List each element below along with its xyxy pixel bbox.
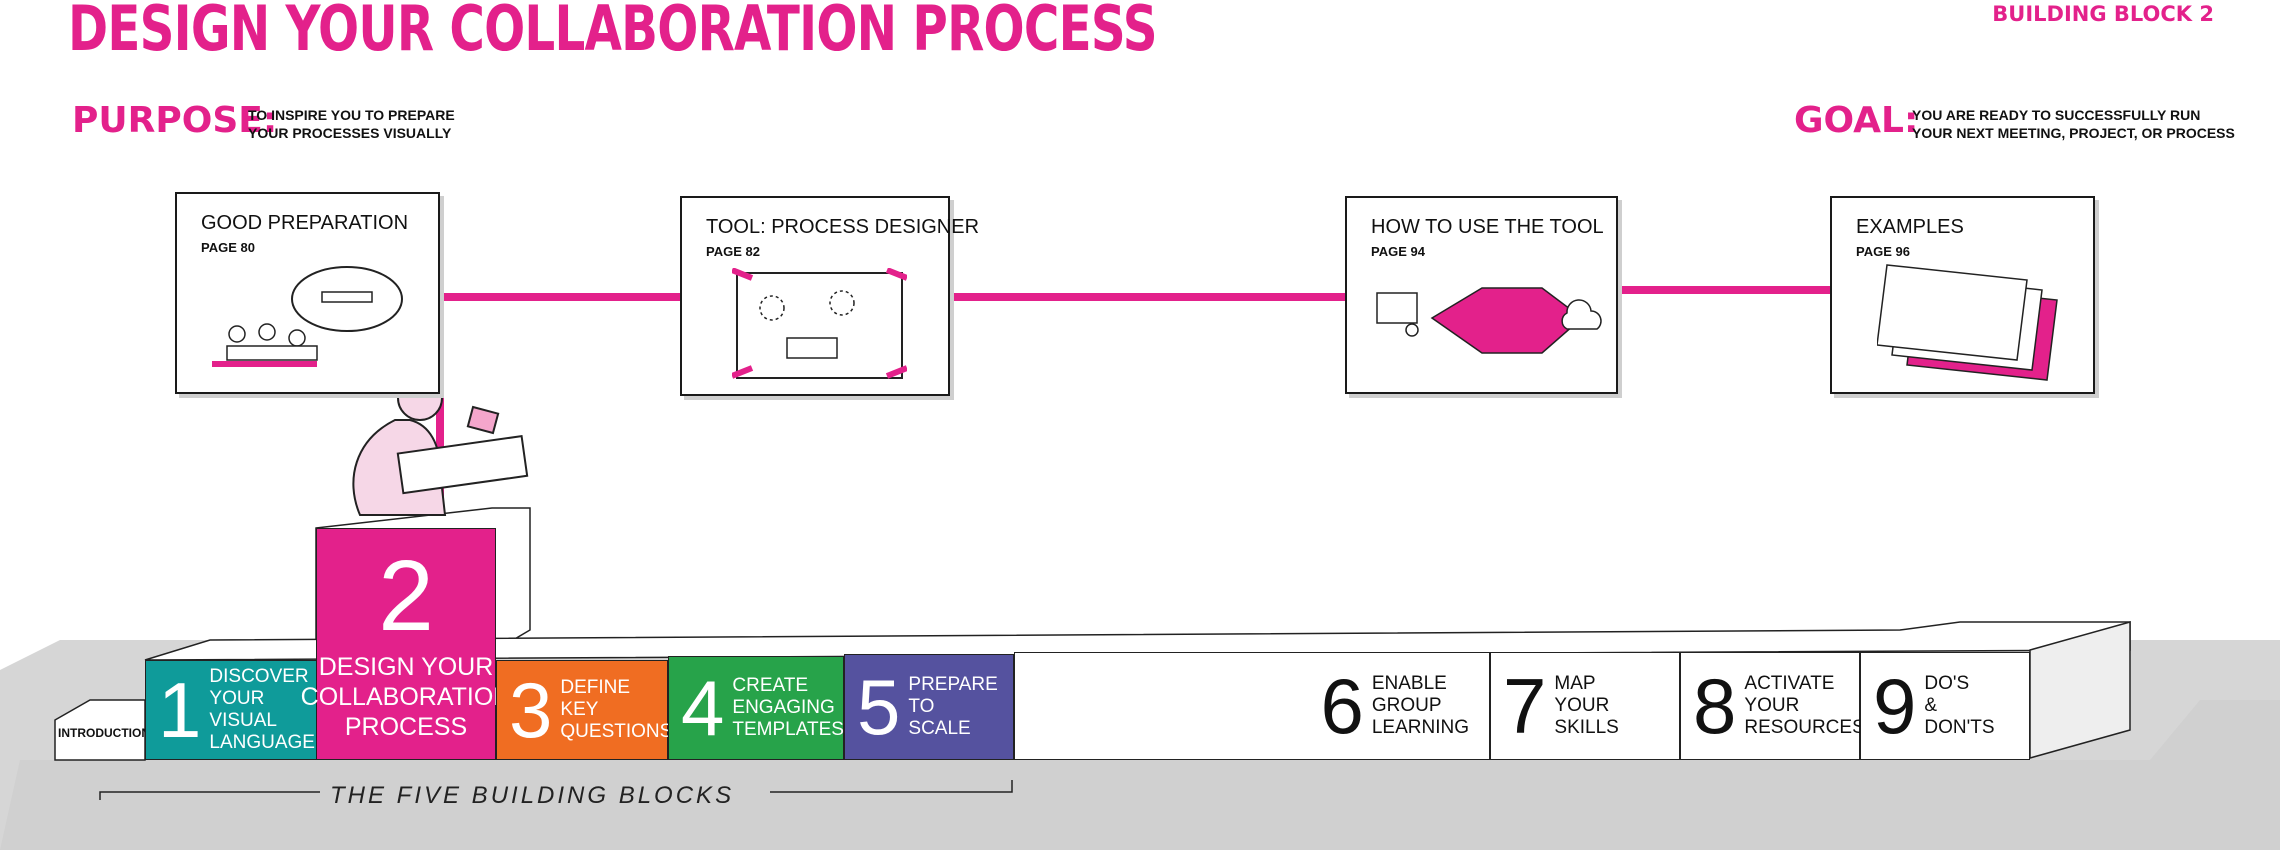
block-number: 9 bbox=[1873, 662, 1917, 750]
block-7-map[interactable]: 7 MAP YOUR SKILLS bbox=[1490, 652, 1680, 760]
card-how-to-use[interactable]: HOW TO USE THE TOOL PAGE 94 bbox=[1345, 196, 1618, 394]
goal-line-1: YOU ARE READY TO SUCCESSFULLY RUN bbox=[1912, 107, 2201, 123]
block-label-line: SKILLS bbox=[1554, 717, 1619, 738]
block-4-create[interactable]: 4 CREATE ENGAGING TEMPLATES bbox=[668, 656, 844, 760]
block-9-dos-donts[interactable]: 9 DO'S & DON'TS bbox=[1860, 652, 2030, 760]
block-label-line: & bbox=[1924, 695, 1938, 716]
block-label-line: ACTIVATE bbox=[1744, 673, 1835, 694]
block-label-line: TO bbox=[908, 696, 935, 717]
block-number: 5 bbox=[857, 663, 901, 751]
block-8-activate[interactable]: 8 ACTIVATE YOUR RESOURCES bbox=[1680, 652, 1865, 760]
purpose-line-2: YOUR PROCESSES VISUALLY bbox=[248, 125, 452, 141]
block-label-line: LANGUAGE bbox=[209, 732, 315, 753]
block-label: MAP YOUR SKILLS bbox=[1554, 673, 1618, 739]
block-label-line: GROUP bbox=[1371, 695, 1442, 716]
block-label-line: COLLABORATION bbox=[300, 683, 512, 711]
card-title: GOOD PREPARATION bbox=[201, 212, 409, 234]
block-label-line: QUESTIONS bbox=[560, 721, 673, 742]
process-canvas-icon bbox=[732, 268, 907, 379]
block-label-line: CREATE bbox=[732, 675, 809, 696]
block-label-line: ENGAGING bbox=[732, 697, 835, 718]
card-good-preparation[interactable]: GOOD PREPARATION PAGE 80 bbox=[175, 192, 440, 394]
block-label-line: PROCESS bbox=[344, 713, 468, 741]
card-title: HOW TO USE THE TOOL bbox=[1371, 216, 1604, 238]
block-label-line: ENABLE bbox=[1371, 673, 1447, 694]
block-number: 8 bbox=[1693, 662, 1737, 750]
block-label: DISCOVER YOUR VISUAL LANGUAGE bbox=[209, 666, 316, 754]
block-label-line: RESOURCES bbox=[1744, 717, 1865, 738]
goal-label: GOAL: bbox=[1794, 100, 1919, 141]
card-page: PAGE 80 bbox=[201, 240, 255, 255]
block-label-line: DON'TS bbox=[1924, 717, 1995, 738]
block-label-line: SCALE bbox=[908, 718, 971, 739]
card-title: EXAMPLES bbox=[1856, 216, 1964, 238]
goal-text: YOU ARE READY TO SUCCESSFULLY RUN YOUR N… bbox=[1912, 106, 2235, 142]
block-label-line: PREPARE bbox=[908, 674, 998, 695]
block-5-prepare[interactable]: 5 PREPARE TO SCALE bbox=[844, 654, 1014, 760]
card-title: TOOL: PROCESS DESIGNER bbox=[706, 216, 980, 238]
purpose-text: TO INSPIRE YOU TO PREPARE YOUR PROCESSES… bbox=[248, 106, 455, 142]
block-label-line: KEY bbox=[560, 699, 599, 720]
bracket-left bbox=[99, 791, 320, 800]
goal-line-2: YOUR NEXT MEETING, PROJECT, OR PROCESS bbox=[1912, 125, 2235, 141]
building-block-label: BUILDING BLOCK 2 bbox=[1992, 2, 2214, 26]
block-label-line: YOUR bbox=[1744, 695, 1800, 716]
block-2-design[interactable]: 2 DESIGN YOUR COLLABORATION PROCESS bbox=[301, 528, 511, 760]
floor-shadow bbox=[0, 700, 2280, 850]
card-page: PAGE 96 bbox=[1856, 244, 1910, 259]
block-number: 1 bbox=[158, 666, 202, 754]
purpose-line-1: TO INSPIRE YOU TO PREPARE bbox=[248, 107, 455, 123]
card-process-designer[interactable]: TOOL: PROCESS DESIGNER PAGE 82 bbox=[680, 196, 979, 396]
block-label: ACTIVATE YOUR RESOURCES bbox=[1744, 673, 1864, 739]
block-label: DEFINE KEY QUESTIONS bbox=[560, 677, 672, 743]
block-label-line: YOUR VISUAL bbox=[209, 688, 277, 731]
purpose-label: PURPOSE: bbox=[72, 100, 278, 141]
card-examples[interactable]: EXAMPLES PAGE 96 bbox=[1830, 196, 2095, 394]
block-label: CREATE ENGAGING TEMPLATES bbox=[732, 675, 844, 741]
block-label-line: MAP bbox=[1554, 673, 1596, 694]
block-label-line: DEFINE bbox=[560, 677, 631, 698]
block-1-discover[interactable]: 1 DISCOVER YOUR VISUAL LANGUAGE bbox=[145, 660, 317, 760]
block-label-line: YOUR bbox=[1554, 695, 1610, 716]
block-label-line: DESIGN YOUR bbox=[318, 653, 494, 681]
page-title: DESIGN YOUR COLLABORATION PROCESS bbox=[68, 0, 1158, 65]
block-3-define[interactable]: 3 DEFINE KEY QUESTIONS bbox=[496, 660, 672, 760]
bracket-right bbox=[770, 780, 1013, 793]
block-label: PREPARE TO SCALE bbox=[908, 674, 997, 740]
tool-usage-icon bbox=[1376, 287, 1602, 354]
block-label-line: LEARNING bbox=[1371, 717, 1469, 738]
block-number: 7 bbox=[1503, 662, 1547, 750]
block-label-line: DISCOVER bbox=[209, 666, 309, 687]
block-number: 2 bbox=[378, 540, 434, 652]
block-label-line: DO'S bbox=[1924, 673, 1970, 694]
examples-stack-icon bbox=[1877, 264, 2058, 381]
block-label-line: TEMPLATES bbox=[732, 719, 844, 740]
card-page: PAGE 94 bbox=[1371, 244, 1425, 259]
introduction-step[interactable]: INTRODUCTION bbox=[58, 726, 150, 740]
row-end-cap bbox=[2029, 621, 2131, 759]
bracket-label: THE FIVE BUILDING BLOCKS bbox=[330, 782, 735, 809]
block-label: DO'S & DON'TS bbox=[1924, 673, 1994, 739]
block-6-enable[interactable]: 6 ENABLE GROUP LEARNING bbox=[1014, 652, 1490, 760]
block-label: DESIGN YOUR COLLABORATION PROCESS bbox=[301, 652, 512, 742]
meeting-sketch-icon bbox=[212, 266, 403, 367]
block-number: 6 bbox=[1320, 662, 1364, 750]
block-number: 3 bbox=[509, 666, 553, 754]
block-label: ENABLE GROUP LEARNING bbox=[1372, 673, 1469, 739]
card-page: PAGE 82 bbox=[706, 244, 760, 259]
block-number: 4 bbox=[681, 664, 725, 752]
